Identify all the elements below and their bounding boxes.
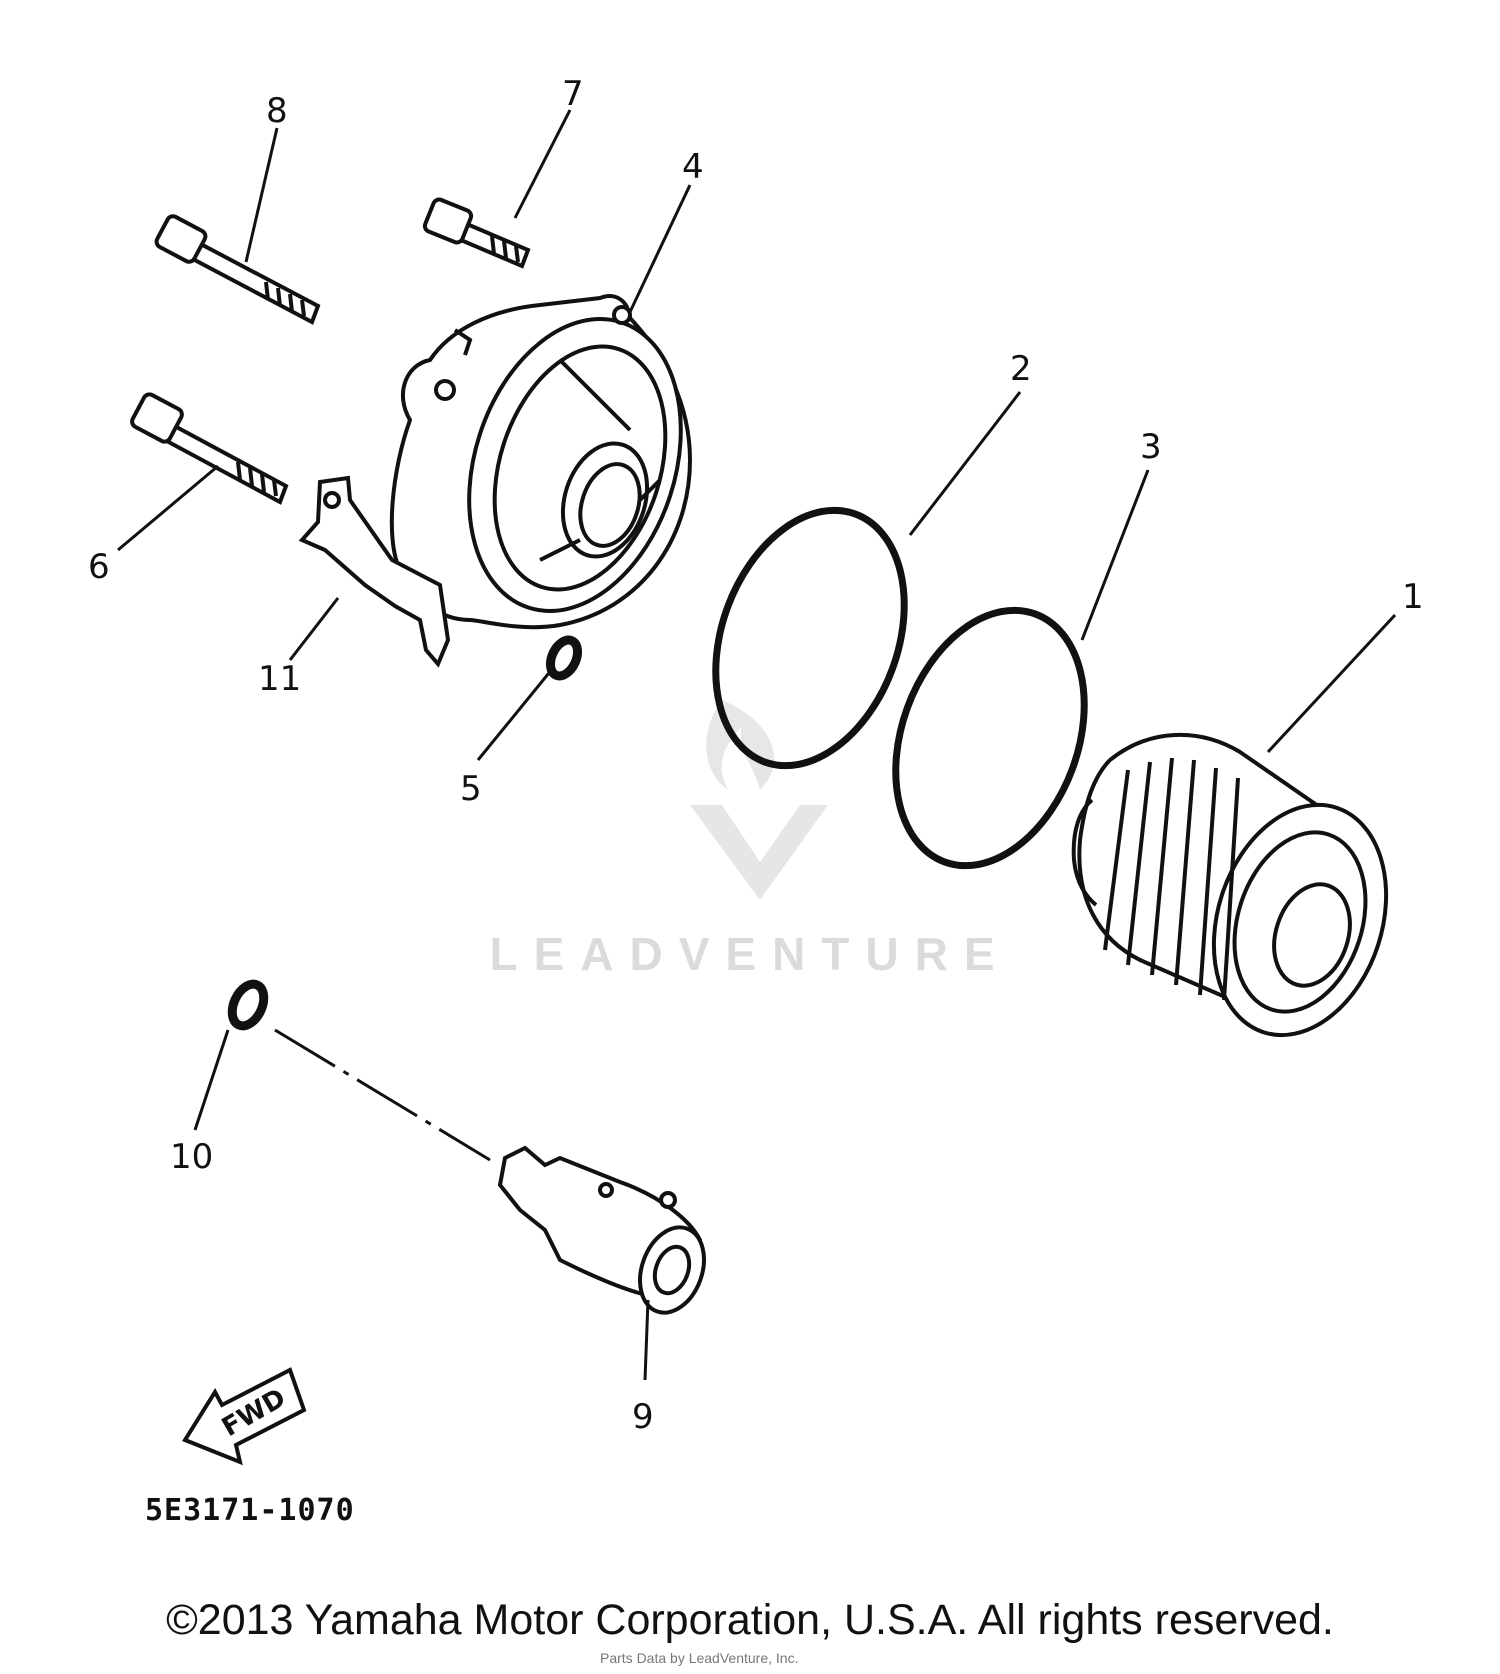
bolt-6 — [130, 392, 289, 505]
copyright-notice: ©2013 Yamaha Motor Corporation, U.S.A. A… — [166, 1596, 1334, 1644]
bolt-8 — [154, 214, 321, 325]
oil-filter-cover-4 — [389, 294, 693, 630]
watermark-text: LEADVENTURE — [489, 928, 1010, 980]
callout-6: 6 — [88, 547, 110, 587]
leader-lines — [117, 109, 1397, 1381]
diagram-code: 5E3171-1070 — [145, 1493, 355, 1528]
alignment-line — [274, 1028, 491, 1162]
callout-1: 1 — [1402, 577, 1424, 617]
callout-8: 8 — [266, 91, 288, 131]
callouts: 1 2 3 4 5 6 7 8 9 10 11 — [88, 74, 1424, 1437]
callout-9: 9 — [632, 1397, 654, 1437]
fwd-arrow-icon: FWD — [182, 1367, 307, 1466]
leadventure-watermark: LEADVENTURE — [489, 700, 1010, 980]
oil-pressure-switch-9 — [497, 1145, 706, 1315]
bolt-7 — [422, 197, 531, 269]
callout-5: 5 — [460, 769, 482, 809]
o-ring-3 — [892, 606, 1088, 870]
bracket-11 — [298, 475, 451, 668]
callout-10: 10 — [170, 1137, 213, 1177]
o-ring-2 — [712, 506, 908, 770]
oil-filter-element-1 — [1071, 732, 1389, 1038]
washer-10 — [227, 979, 269, 1031]
parts-data-credit: Parts Data by LeadVenture, Inc. — [600, 1650, 799, 1666]
callout-7: 7 — [562, 74, 584, 114]
callout-11: 11 — [258, 659, 301, 699]
callout-4: 4 — [682, 147, 704, 187]
callout-2: 2 — [1010, 349, 1032, 389]
o-ring-5 — [545, 635, 583, 681]
callout-3: 3 — [1140, 427, 1162, 467]
